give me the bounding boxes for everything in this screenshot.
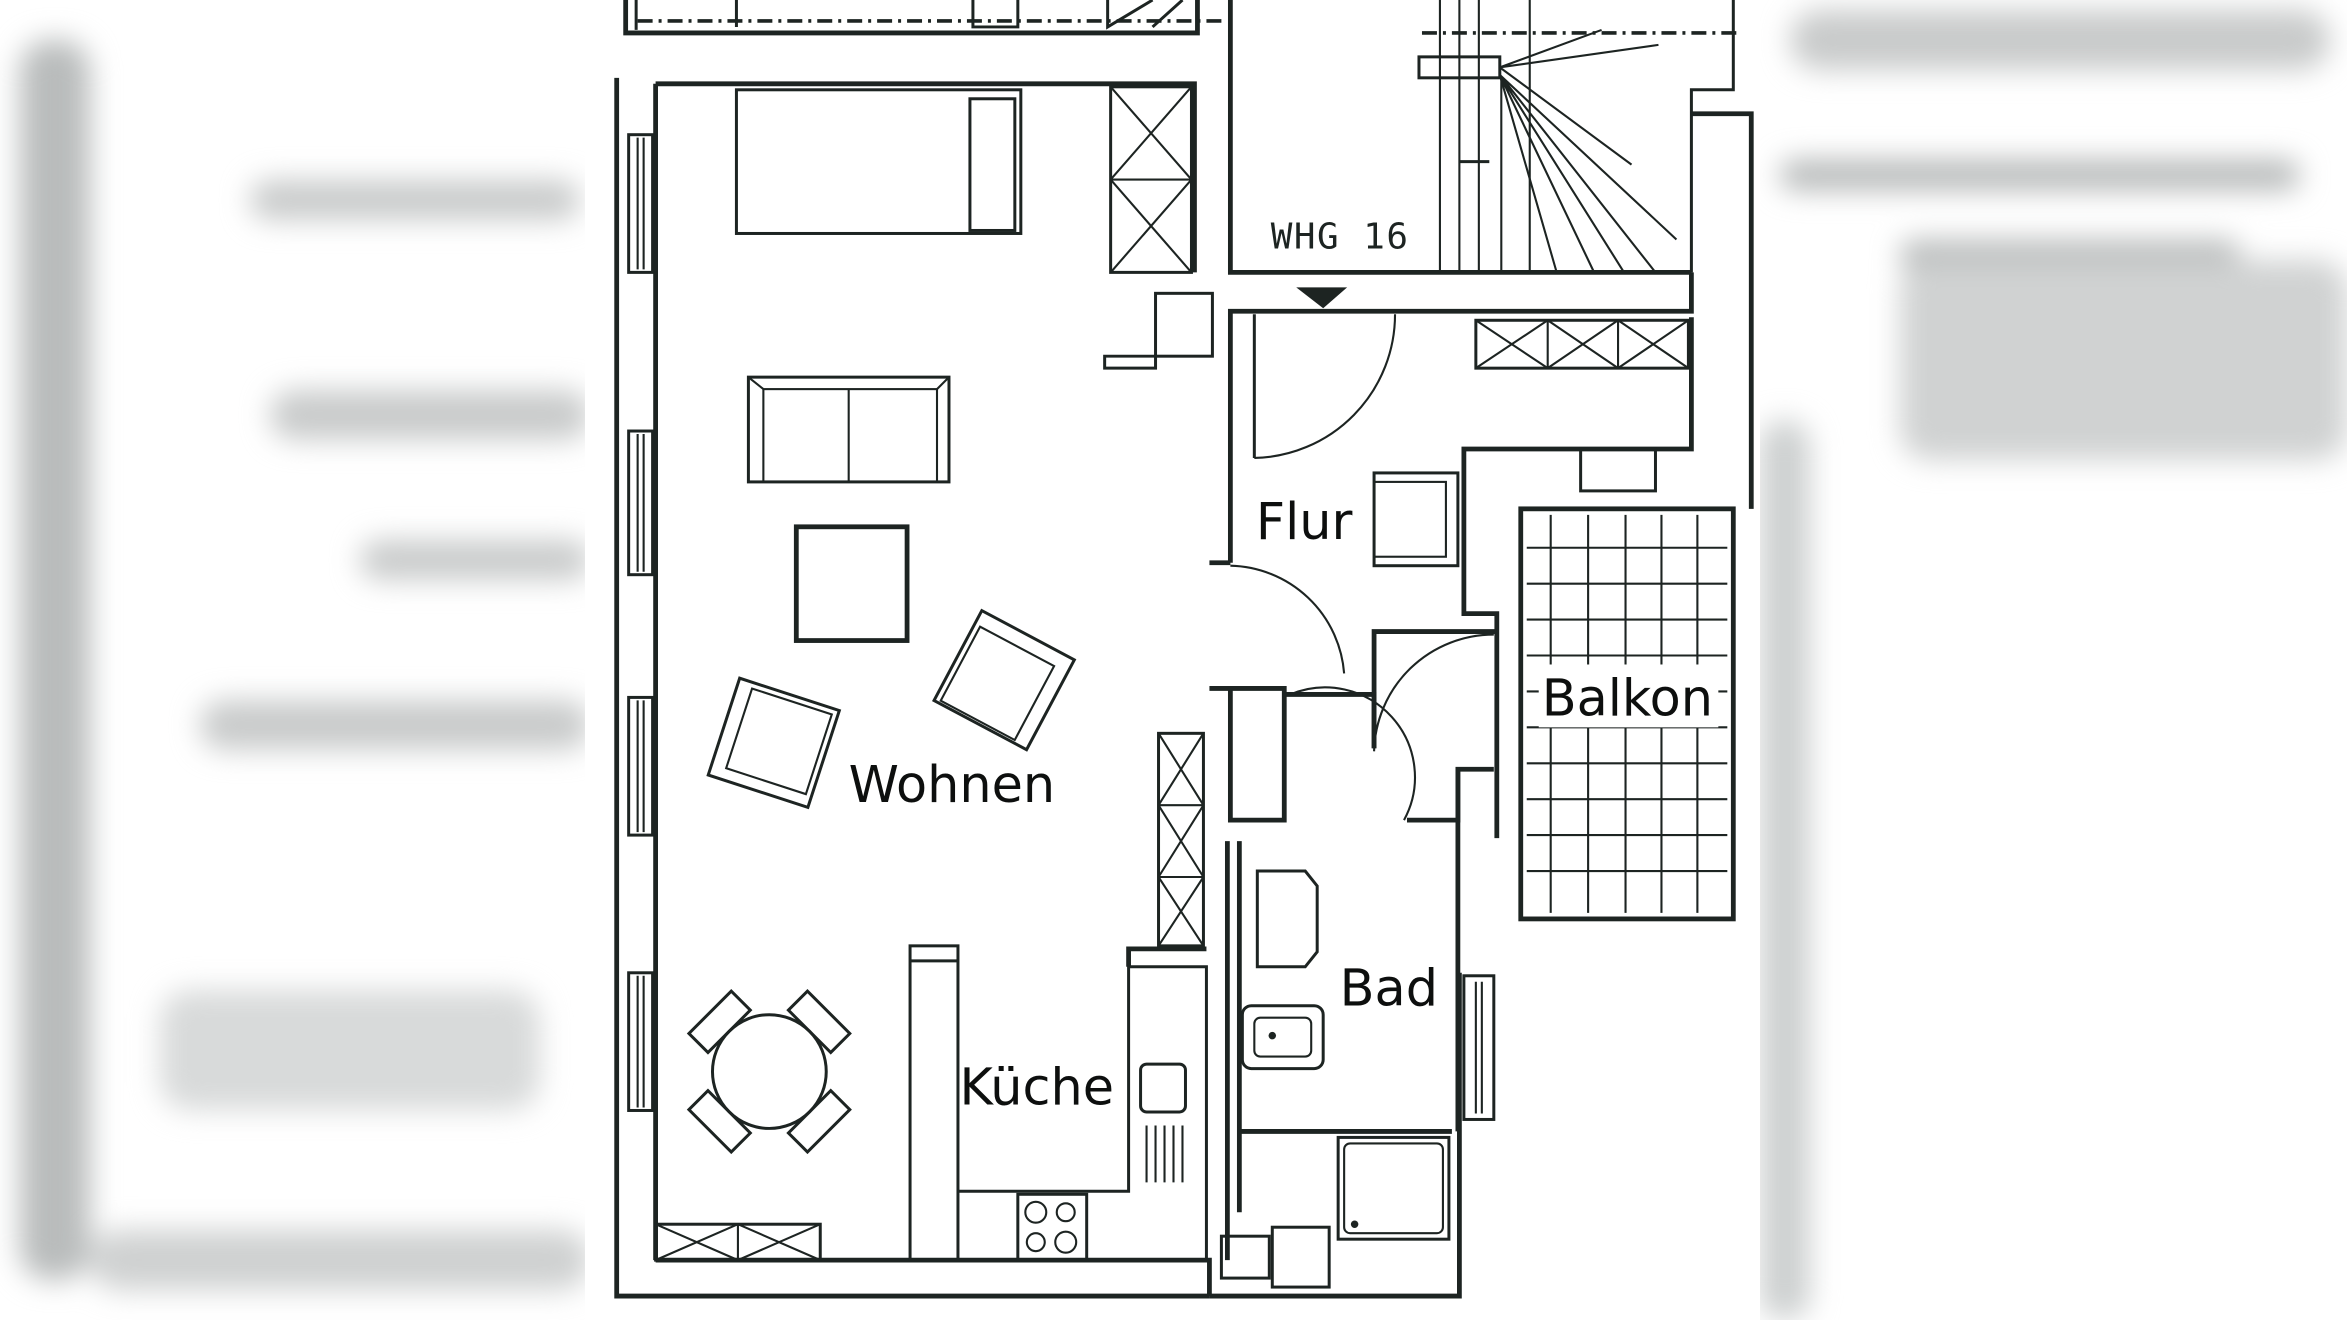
room-label-kueche: Küche — [959, 1057, 1114, 1116]
kitchen-partition — [908, 944, 960, 1262]
staircase — [1417, 0, 1735, 274]
upper-unit-fragment — [623, 0, 1737, 275]
balcony-door — [1371, 629, 1497, 752]
balcony-label-backdrop — [1538, 664, 1719, 728]
bed — [734, 88, 1023, 235]
shower-tray-icon — [1336, 1135, 1451, 1241]
room-label-bad: Bad — [1340, 959, 1438, 1018]
sideboard — [654, 1222, 822, 1262]
wall-fixture — [1579, 447, 1657, 493]
chimney — [1103, 291, 1214, 370]
wardrobe-living — [1109, 85, 1193, 274]
kitchen-counter — [957, 946, 1208, 1262]
wardrobe-hallway — [1157, 731, 1205, 948]
bathroom-fixtures — [1219, 869, 1451, 1289]
washbasin-icon — [1255, 869, 1319, 969]
wardrobe-flur — [1474, 318, 1690, 370]
dining-table-with-chairs — [686, 989, 852, 1155]
toilet-icon — [1240, 1004, 1325, 1071]
entrance-marker-icon — [1296, 287, 1348, 309]
room-label-balkon: Balkon — [1542, 668, 1713, 727]
room-label-wohnen: Wohnen — [849, 755, 1055, 814]
sofa — [746, 375, 951, 484]
entrance-door — [1252, 314, 1397, 460]
bathroom-window — [1462, 974, 1496, 1121]
floor-plan-sheet — [585, 0, 1760, 1320]
armchair-right — [932, 608, 1077, 752]
room-label-flur: Flur — [1256, 492, 1353, 551]
coffee-table — [793, 524, 910, 643]
kitchen-sink-icon — [1139, 1062, 1187, 1114]
exterior-walls — [614, 77, 1754, 1299]
windows-left-wall — [627, 133, 655, 1112]
living-room-door — [1209, 560, 1346, 823]
unit-number-label: WHG 16 — [1271, 216, 1410, 257]
balcony-tile-grid — [1518, 506, 1736, 922]
armchair-flur — [1372, 471, 1460, 568]
armchair-left — [706, 676, 842, 810]
